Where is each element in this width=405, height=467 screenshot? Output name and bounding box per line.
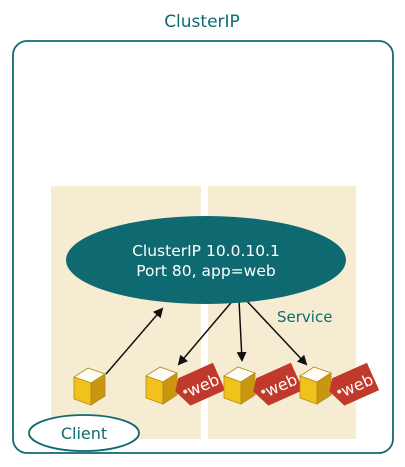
web-tag: web [175,362,226,406]
cluster-boundary [12,40,394,454]
cube-icon [145,366,178,405]
cube-icon [299,366,332,405]
pod-web-3: web [299,362,380,406]
diagram-title: ClusterIP [164,12,240,32]
clusterip-port-selector: Port 80, app=web [136,262,275,280]
arrow-service-to-pod-1 [177,297,236,366]
pod-web-1: web [145,362,226,406]
arrow-service-to-pod-3 [243,297,308,366]
client-label: Client [61,424,107,443]
clusterip-ellipse [66,216,346,304]
clusterip-address: ClusterIP 10.0.10.1 [132,242,280,260]
cube-icon [223,366,256,405]
cube-icon [73,367,106,406]
client-pod [73,367,106,406]
client-ellipse [28,414,140,452]
arrow-client-to-service [105,307,164,375]
arrow-service-to-pod-2 [236,299,247,362]
web-tag: web [329,362,380,406]
service-label: Service [277,308,332,326]
